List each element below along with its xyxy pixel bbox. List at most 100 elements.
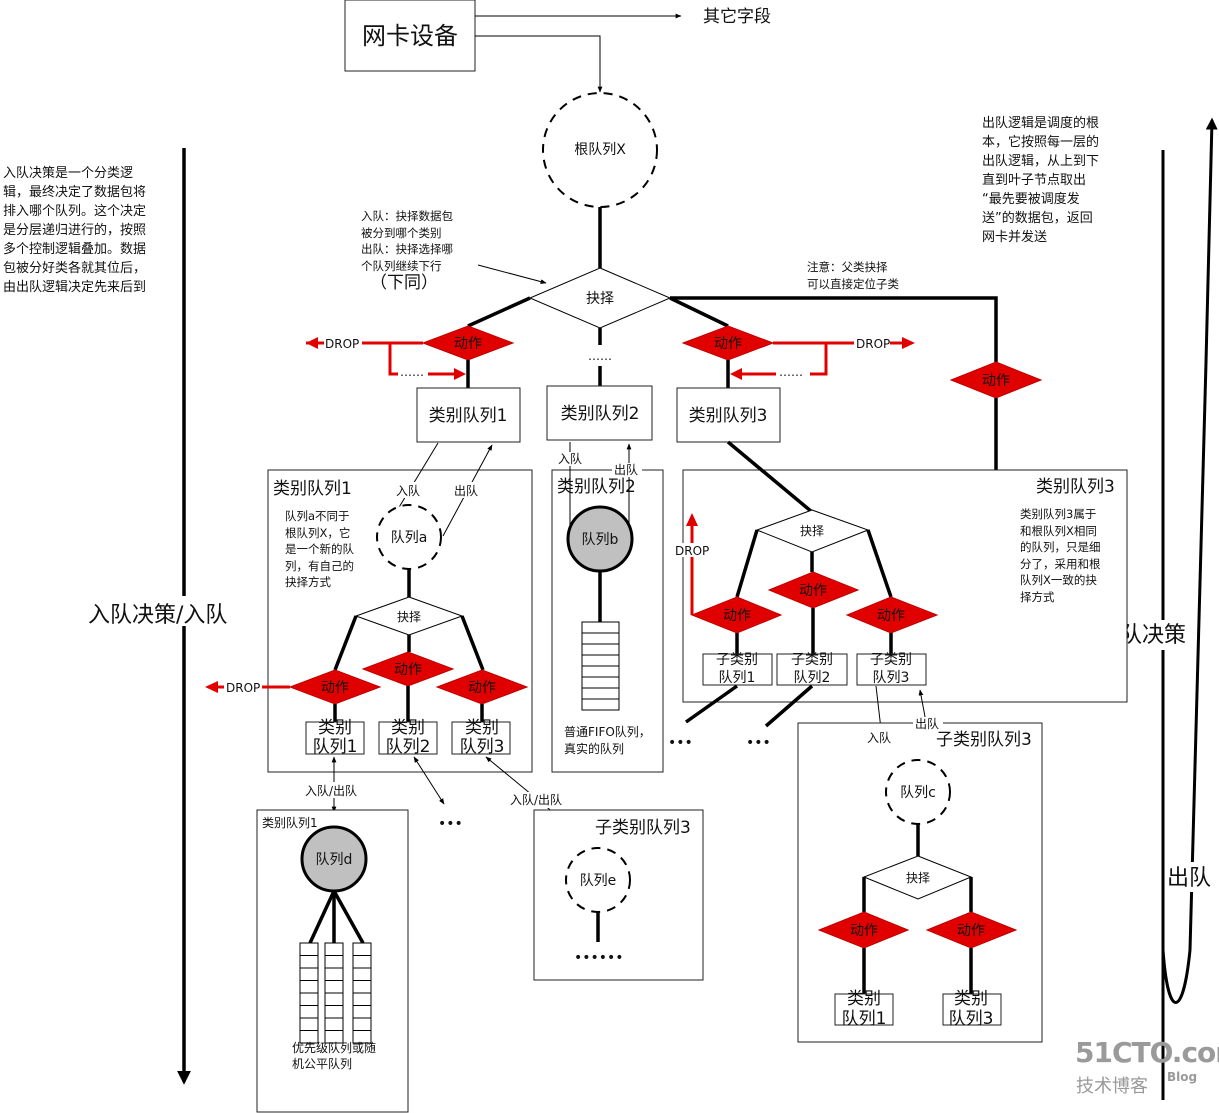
c3-child1-link: [684, 684, 739, 724]
c1-child-3-label: 类别队列3: [460, 718, 505, 757]
watermark-brand: 51CTO.com: [1075, 1036, 1219, 1069]
drop-arrowhead-c1: [205, 681, 218, 693]
queue-b-label: 队列b: [582, 532, 619, 548]
label-bg: [303, 782, 365, 798]
action-label: 动作: [957, 923, 985, 939]
c3-child-2-box: [776, 653, 848, 686]
queue-c-label: 队列c: [900, 785, 936, 801]
subc-dequeue-label: 出队: [915, 716, 939, 731]
c1-child-1-box: [305, 721, 365, 755]
label-bg: [452, 482, 482, 498]
fifo-b-slot: [581, 632, 620, 645]
fifo-d2-slot: [324, 1005, 344, 1019]
drop-arrowhead-c3: [686, 513, 698, 526]
c3-child1-dots: •••: [668, 735, 693, 751]
fifo-d1-slot: [299, 1030, 319, 1044]
drop-label-c1: DROP: [226, 681, 260, 695]
c1-child2-link: [413, 756, 445, 805]
subc-child-2-box: [942, 993, 1002, 1026]
label-bg: [508, 792, 570, 808]
class3-panel-title: 类别队列3: [1036, 477, 1115, 497]
queue-d-branch-3: [332, 890, 365, 944]
enqueue-note: 入队决策是一个分类逻 辑，最终决定了数据包将 排入哪个队列。这个决定 是分层递归…: [3, 166, 147, 295]
c3-child-3-box: [856, 653, 927, 686]
fifo-d1-slot: [299, 955, 319, 969]
action-label: 动作: [799, 583, 827, 599]
c1-child3-link-label: 入队/出队: [510, 792, 562, 807]
other-fields-label: 其它字段: [703, 7, 771, 27]
fifo-d2-slot: [324, 992, 344, 1006]
label-bg: [612, 463, 642, 477]
subc-select-diamond: [862, 855, 973, 900]
class-queue-2-box: [546, 385, 653, 441]
subc-child-2-label: 类别队列3: [949, 989, 994, 1029]
requeue-arrowhead-left: [454, 368, 466, 380]
fifo-d3-slot: [352, 967, 372, 981]
subc-select-label: 抉择: [906, 871, 930, 885]
class2-enqueue-label: 入队: [558, 451, 582, 466]
drop-label-c3: DROP: [675, 544, 709, 558]
action-label: 动作: [468, 680, 496, 696]
fifo-b-slot: [581, 676, 620, 689]
fifo-d1-slot: [299, 980, 319, 994]
class2-ellipsis: ……: [588, 349, 612, 363]
c1-child-3-box: [451, 721, 511, 755]
fifo-buffer: [581, 621, 620, 711]
c3-child-2-label: 子类别队列2: [791, 652, 833, 686]
class1-enqueue-label: 入队: [396, 483, 420, 498]
subc-enqueue-label: 入队: [867, 730, 891, 745]
c1-child-1-label: 类别队列1: [313, 718, 358, 757]
class3-to-select: [726, 440, 814, 514]
class3-note: 类别队列3属于 和根队列X相同 的队列，只是细 分了，采用和根 队列X一致的抉 …: [1020, 507, 1101, 604]
fifo-d3-slot: [352, 1005, 372, 1019]
parent-select-note: 注意：父类抉择 可以直接定位子类: [807, 260, 899, 291]
fifo-b-slot: [581, 654, 620, 667]
class-queue-3-box: [676, 387, 781, 443]
drop-label-left: DROP: [325, 337, 359, 351]
c1-child2-dots: •••: [438, 816, 463, 832]
class1-branch-right: [460, 615, 485, 671]
class-queue-2-label: 类别队列2: [561, 404, 640, 424]
branch-direct-subclass: [670, 296, 998, 362]
fifo-b-slot: [581, 698, 620, 711]
nic-device-label: 网卡设备: [362, 22, 458, 50]
fifo-d3-slot: [352, 980, 372, 994]
c3-child2-dots: •••: [746, 735, 771, 751]
queue-a-note: 队列a不同于 根队列X，它 是一个新的队 列，有自己的 抉择方式: [285, 509, 354, 589]
class1-dequeue-label: 出队: [454, 483, 478, 498]
fifo-d3-slot: [352, 955, 372, 969]
watermark-sub: 技术博客: [1076, 1076, 1148, 1097]
drop-label-right: DROP: [856, 337, 890, 351]
enqueue-axis-label: 入队决策/入队: [88, 603, 227, 628]
leaf-panel-d-title: 类别队列1: [262, 815, 318, 830]
fifo-d3-slot: [352, 1030, 372, 1044]
class2-dequeue-label: 出队: [614, 462, 638, 477]
class1-panel-title: 类别队列1: [273, 479, 352, 499]
axis-label-bg-out: [1165, 862, 1215, 892]
leaf-panel-d-note: 优先级队列或随机公平队列: [292, 1040, 376, 1071]
subc-child-1-label: 类别队列1: [842, 989, 887, 1029]
c1-child-2-box: [378, 721, 438, 755]
action-label: 动作: [982, 373, 1010, 389]
dequeue-curve-arrow: [1161, 117, 1218, 1004]
class1-branch-left: [333, 615, 358, 671]
c1-child1-link-label: 入队/出队: [305, 783, 357, 798]
watermark-tag: Blog: [1167, 1070, 1198, 1084]
fifo-d1-slot: [299, 942, 319, 956]
fifo-d3-slot: [352, 942, 372, 956]
dequeue-note: 出队逻辑是调度的根 本，它按照每一层的 出队逻辑，从上到下 直到叶子节点取出 “…: [982, 116, 1100, 245]
fifo-d2-slot: [324, 955, 344, 969]
c1-child-2-label: 类别队列2: [386, 718, 431, 757]
fifo-d2-slot: [324, 1017, 344, 1031]
class-queue-1-box: [416, 387, 521, 443]
label-bg: [865, 730, 895, 744]
action-label: 动作: [877, 608, 905, 624]
requeue-arrowhead-right: [730, 368, 742, 380]
label-bg: [913, 717, 943, 731]
select-note-pointer: [477, 264, 547, 284]
c3-child2-link: [764, 684, 814, 728]
sub-panel-e-more: ••••••: [574, 950, 624, 966]
queue-d-label: 队列d: [316, 852, 353, 868]
subc-child-1-box: [834, 993, 894, 1026]
